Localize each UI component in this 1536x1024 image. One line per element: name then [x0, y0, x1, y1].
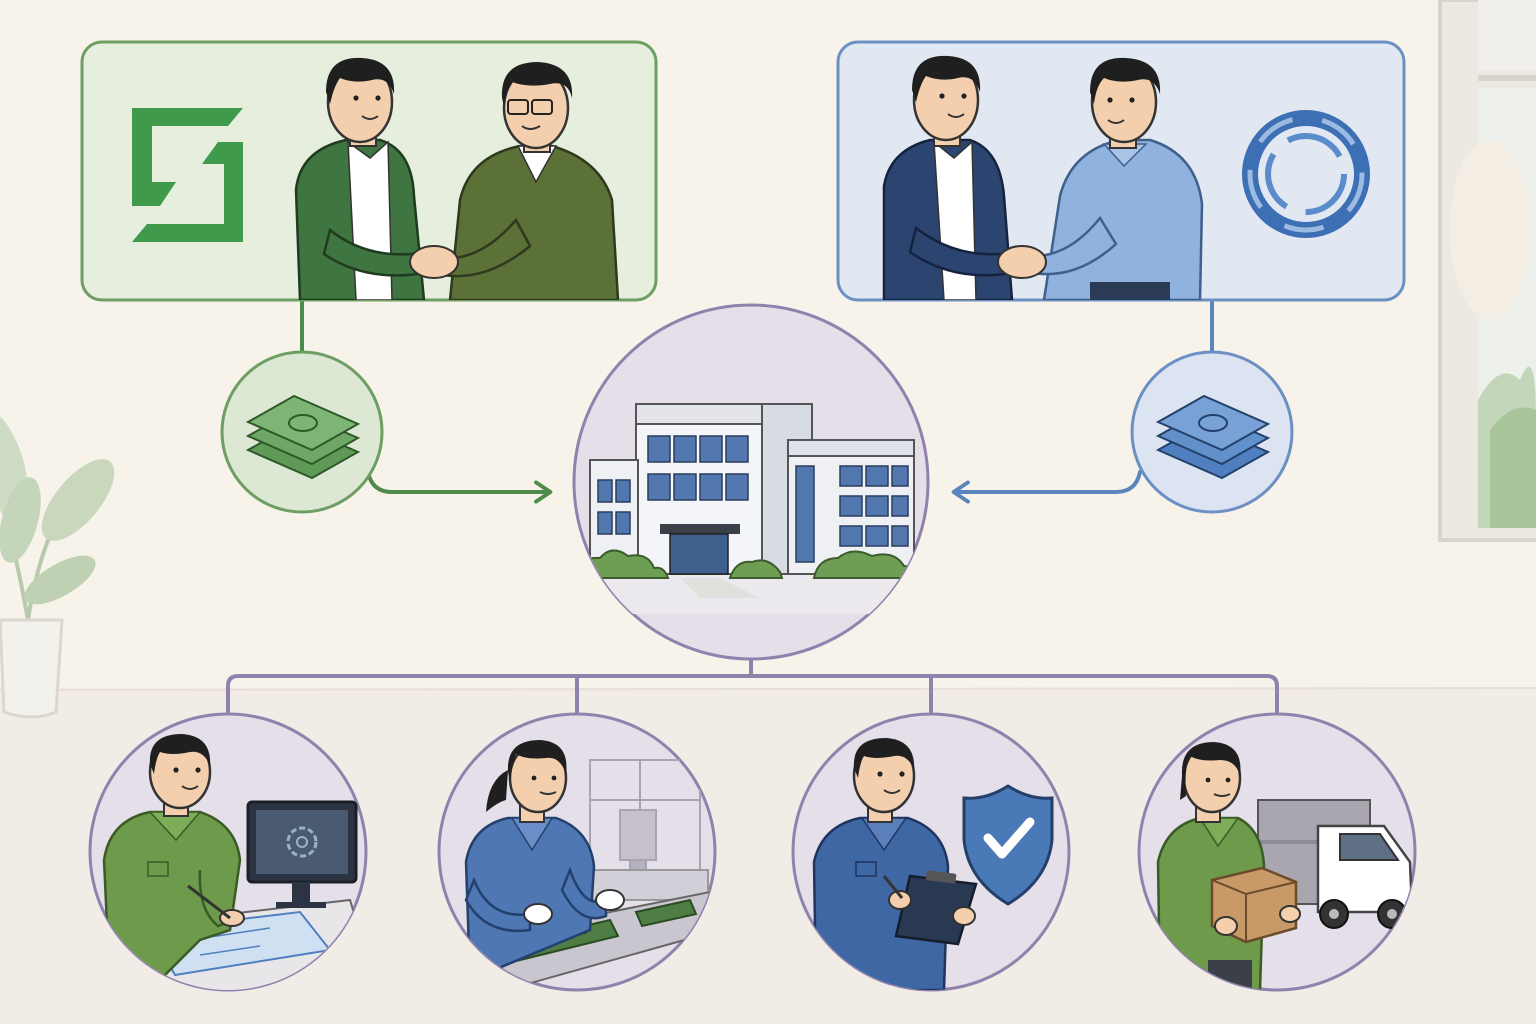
assembly-line-worker-icon	[464, 740, 715, 990]
money-node-left[interactable]	[220, 350, 384, 514]
department-node-manufacturing[interactable]	[437, 712, 720, 1000]
green-cash-stack-icon	[245, 394, 361, 480]
potted-plant	[0, 404, 115, 719]
department-node-logistics[interactable]	[1137, 712, 1417, 992]
handshake-pair-blue	[882, 55, 1204, 300]
investor-panel-right[interactable]	[836, 40, 1406, 302]
green-square-bracket-logo-icon	[132, 108, 243, 242]
investor-panel-left[interactable]	[80, 40, 658, 302]
handshake-pair-green	[294, 57, 620, 300]
blue-cash-stack-icon	[1155, 394, 1271, 480]
department-node-quality[interactable]	[791, 712, 1071, 992]
office-building-icon	[574, 403, 928, 614]
delivery-worker-with-truck-icon	[1156, 742, 1414, 990]
company-node[interactable]	[560, 303, 942, 661]
inspector-with-shield-check-icon	[812, 738, 1054, 990]
blue-ring-swirl-logo-icon	[1242, 110, 1370, 238]
money-node-right[interactable]	[1130, 350, 1294, 514]
